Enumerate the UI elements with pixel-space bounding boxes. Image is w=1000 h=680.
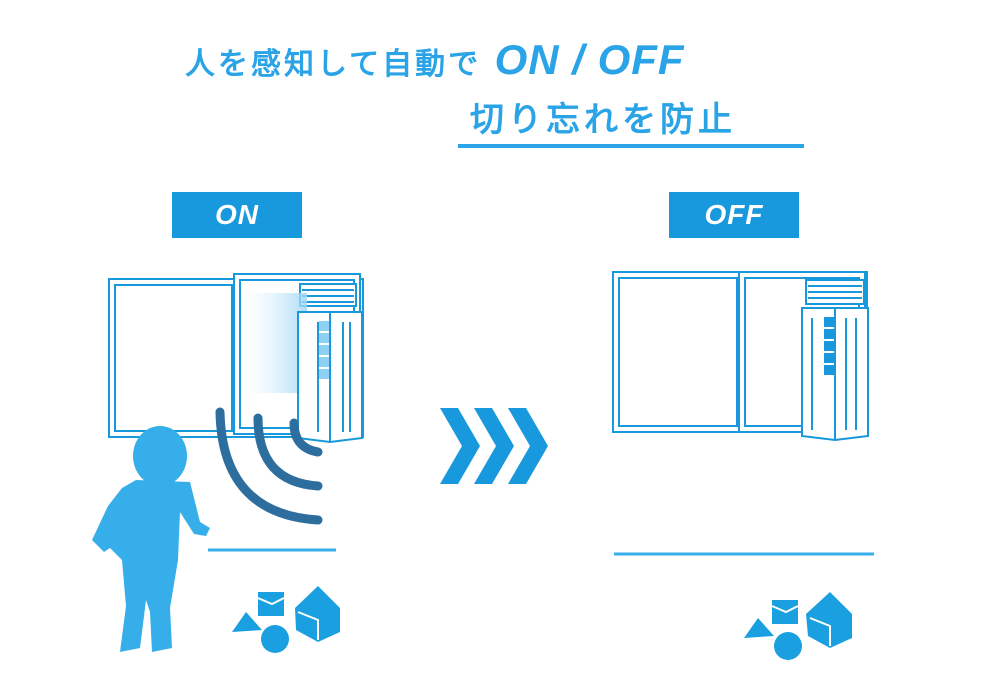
- child-silhouette-icon: [92, 426, 210, 652]
- headline-on-off: ON / OFF: [494, 36, 685, 83]
- headline-text: 人を感知して自動で: [185, 47, 482, 82]
- on-label: ON: [172, 192, 302, 238]
- headline-underline: [458, 144, 804, 148]
- airflow-glow: [241, 293, 307, 393]
- sensor-wave-icon: [215, 407, 323, 525]
- toy-blocks-icon: [744, 592, 852, 660]
- window-unit-on: [108, 273, 364, 444]
- off-label: OFF: [669, 192, 799, 238]
- window-unit-off: [612, 271, 869, 442]
- triple-chevron-right-icon: [440, 408, 548, 484]
- headline-line-2: 切り忘れを防止: [470, 100, 736, 140]
- headline-line-1: 人を感知して自動で ON / OFF: [185, 36, 685, 84]
- toy-blocks-icon: [232, 586, 340, 653]
